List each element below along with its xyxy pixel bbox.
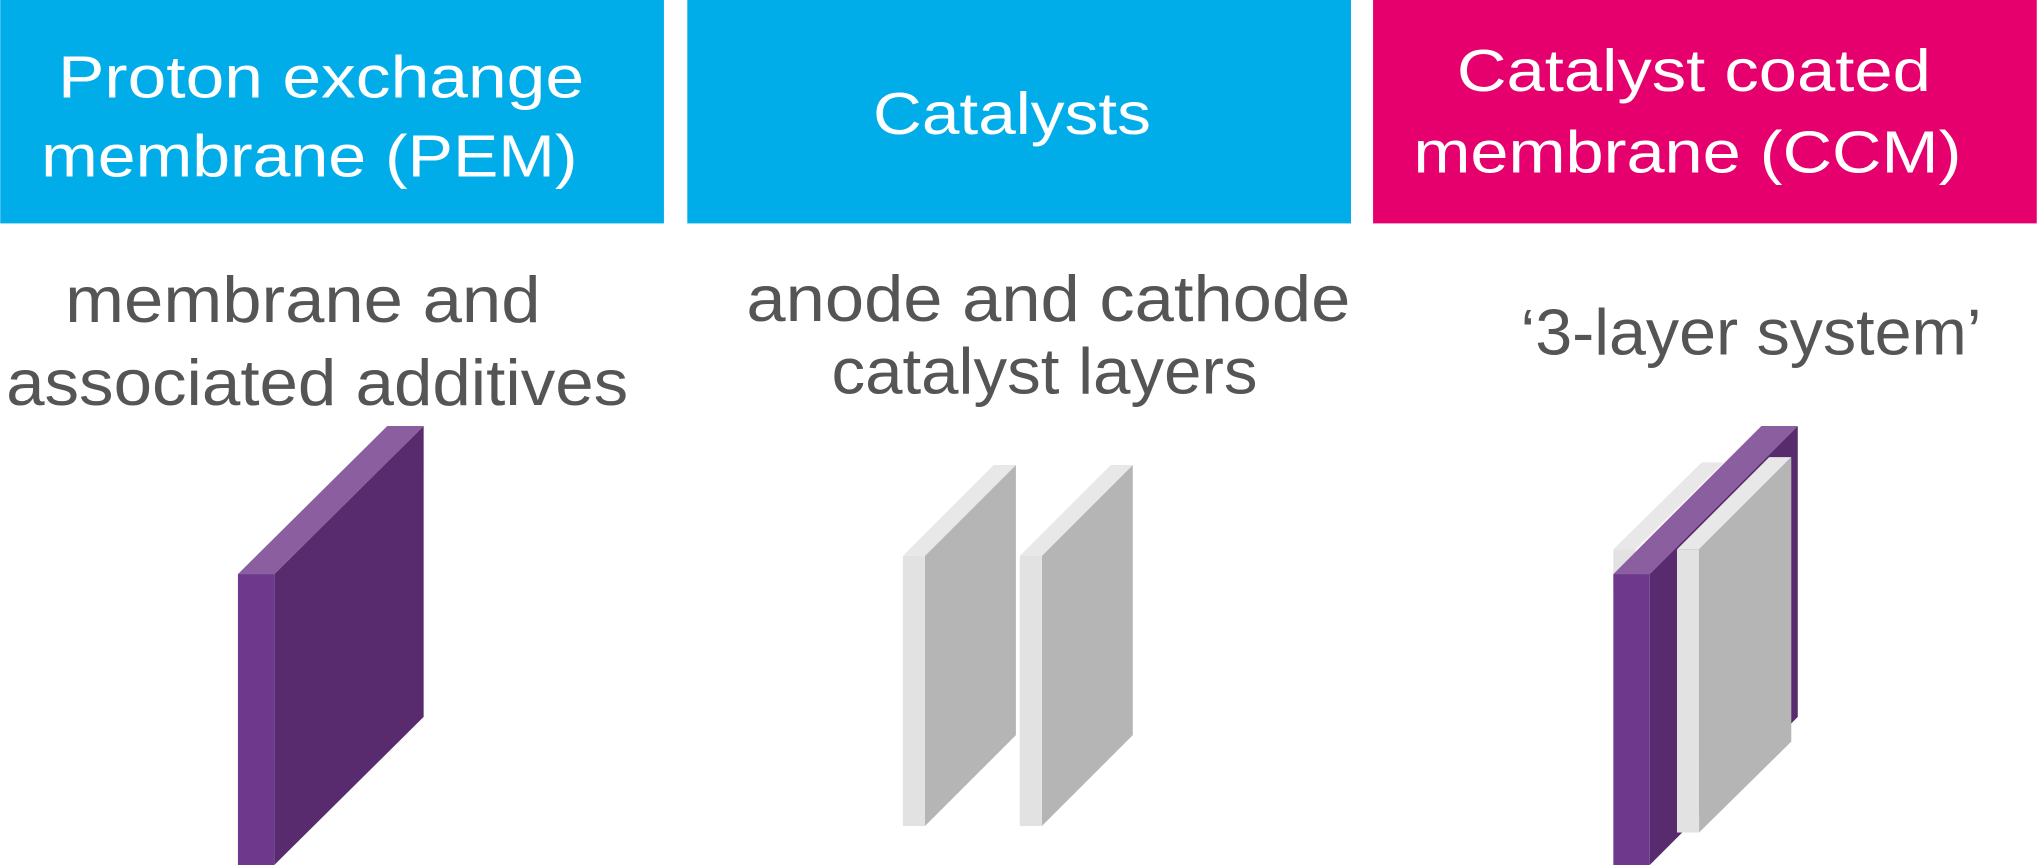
catalyst-side-face (1041, 464, 1133, 827)
header-ccm: Catalyst coated membrane (CCM) (1373, 0, 2037, 224)
header-pem-background (0, 0, 664, 224)
three-layer-stack-illustration (1613, 426, 1798, 865)
catalyst-top-face (1019, 464, 1133, 556)
header-pem-line-1: Proton exchange (58, 43, 584, 110)
back-catalyst-top-face (1613, 462, 1724, 550)
front-catalyst-top-face (1676, 457, 1792, 550)
front-catalyst-side-face (1699, 457, 1792, 833)
header-catalysts-line-1: Catalysts (873, 80, 1151, 147)
cathode-catalyst-layer-illustration (1019, 464, 1133, 827)
header-ccm-line-1: Catalyst coated (1457, 37, 1931, 104)
anode-catalyst-layer-illustration (902, 464, 1016, 827)
description-catalysts-line-2: catalyst layers (831, 335, 1257, 408)
catalyst-front-face (1019, 555, 1042, 827)
header-catalysts-background (687, 0, 1351, 224)
header-ccm-background (1373, 0, 2037, 224)
ccm-membrane-top-face (1613, 426, 1798, 575)
membrane-top-face (237, 426, 424, 575)
catalyst-side-face (924, 464, 1016, 827)
description-ccm-line-1: ‘3-layer system’ (1520, 296, 1981, 369)
description-pem-line-1: membrane and (65, 263, 540, 336)
description-catalysts-line-1: anode and cathode (746, 262, 1350, 335)
membrane-slab-illustration (237, 426, 424, 865)
description-pem-line-2: associated additives (6, 346, 628, 419)
ccm-membrane-front-face (1613, 574, 1650, 865)
header-pem-line-2: membrane (PEM) (41, 123, 577, 190)
membrane-front-face (237, 574, 275, 865)
header-pem: Proton exchange membrane (PEM) (0, 0, 664, 224)
catalyst-front-face (902, 555, 925, 827)
membrane-side-face (274, 426, 424, 865)
header-catalysts: Catalysts (687, 0, 1351, 224)
header-ccm-line-2: membrane (CCM) (1413, 119, 1961, 186)
front-catalyst-front-face (1676, 549, 1700, 833)
catalyst-top-face (902, 464, 1016, 556)
